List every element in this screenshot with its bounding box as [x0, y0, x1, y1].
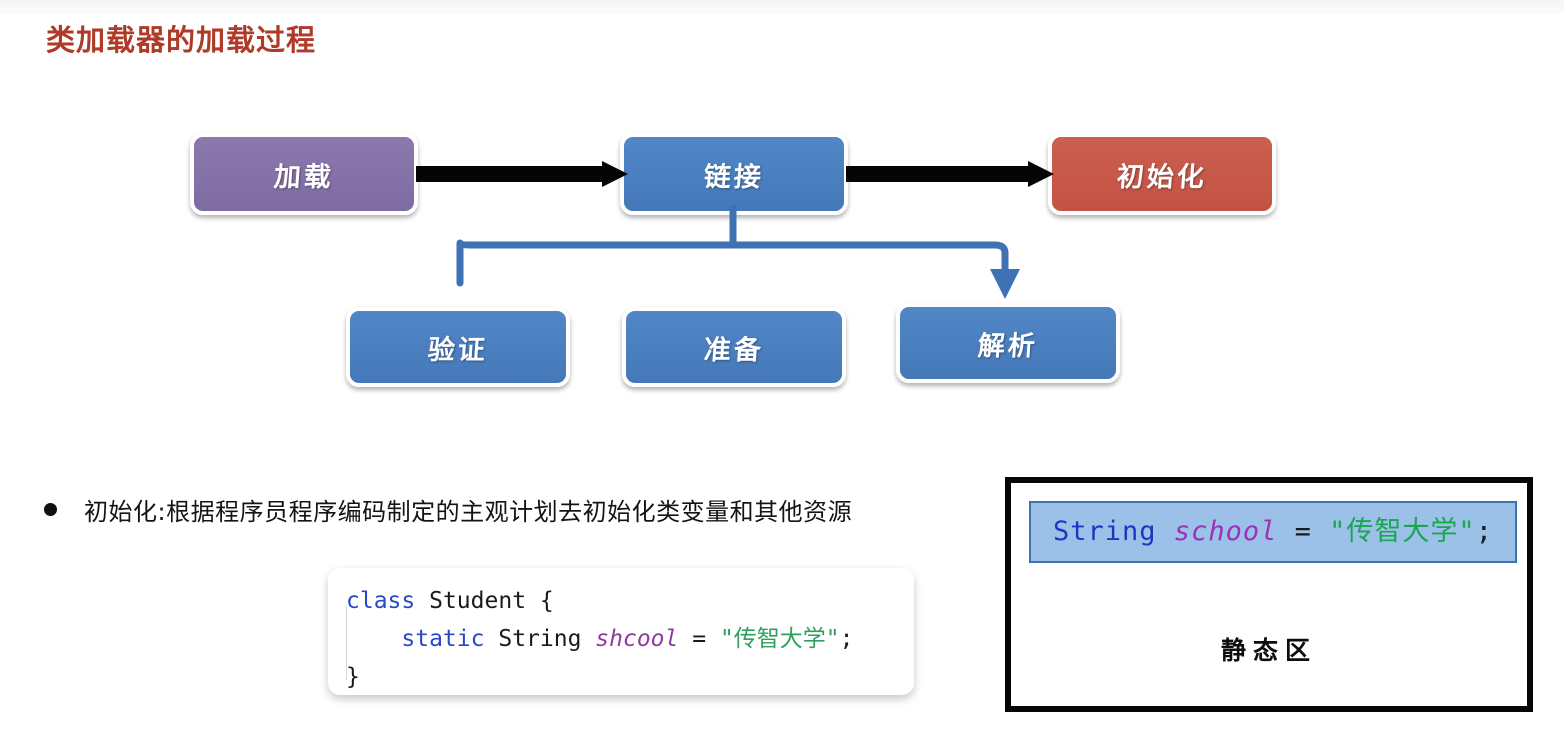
code-variable-shcool: shcool: [595, 626, 679, 652]
code-snippet-card: class Student { static String shcool = "…: [328, 568, 914, 695]
code-keyword-class: class: [346, 588, 416, 614]
code-space: [415, 588, 429, 614]
arrow-head: [602, 161, 628, 187]
flow-box-init-label: 初始化: [1115, 161, 1208, 193]
code-space: [1157, 516, 1174, 547]
flow-box-prepare-label: 准备: [702, 334, 765, 366]
static-var-semicolon: ;: [1475, 516, 1493, 547]
flow-box-verify-label: 验证: [426, 334, 489, 366]
code-space: [484, 626, 498, 652]
code-assign-operator: =: [678, 626, 720, 652]
flow-box-verify[interactable]: 验证: [346, 307, 570, 387]
top-edge-strip: [0, 0, 1564, 14]
static-var-type: String: [1053, 516, 1157, 547]
static-var-name: school: [1173, 516, 1278, 547]
arrow-load-to-link-icon: [416, 161, 628, 187]
flow-box-load[interactable]: 加载: [190, 133, 418, 215]
arrow-shaft: [846, 166, 1028, 182]
branch-arrow-head: [990, 269, 1020, 299]
code-line-1: class Student {: [328, 582, 914, 620]
code-line-2: static String shcool = "传智大学";: [328, 620, 914, 658]
code-type-string: String: [498, 626, 582, 652]
arrow-shaft: [416, 166, 602, 182]
branch-connector-icon: [456, 205, 1020, 299]
bullet-item-text: 初始化:根据程序员程序编码制定的主观计划去初始化类变量和其他资源: [84, 498, 853, 526]
indent-guide: [346, 606, 347, 680]
static-var-assign: =: [1277, 516, 1330, 547]
code-close-brace: }: [346, 664, 360, 690]
code-indent: [346, 626, 401, 652]
flow-box-prepare[interactable]: 准备: [622, 307, 846, 387]
flow-box-resolve-label: 解析: [976, 330, 1039, 362]
flow-box-load-label: 加载: [272, 161, 335, 193]
static-area-label: 静态区: [1220, 636, 1317, 665]
arrow-link-to-init-icon: [846, 161, 1054, 187]
arrow-head: [1028, 161, 1054, 187]
static-area-panel: String school = "传智大学"; 静态区: [1005, 477, 1533, 712]
flow-box-init[interactable]: 初始化: [1048, 133, 1276, 215]
flow-box-resolve[interactable]: 解析: [896, 303, 1120, 383]
code-type-student: Student: [429, 588, 527, 614]
page-title: 类加载器的加载过程: [46, 25, 317, 57]
bullet-dot-icon: [44, 503, 57, 516]
code-string-literal: "传智大学": [719, 626, 840, 652]
code-open-brace: {: [539, 588, 554, 614]
code-space: [581, 626, 595, 652]
code-space: [526, 588, 540, 614]
flow-box-link[interactable]: 链接: [620, 133, 848, 215]
static-variable-highlight: String school = "传智大学";: [1029, 501, 1517, 563]
code-keyword-static: static: [401, 626, 485, 652]
code-semicolon: ;: [839, 626, 854, 652]
code-line-3: }: [328, 658, 914, 695]
static-var-value: "传智大学": [1329, 516, 1476, 547]
bullet-list-item: 初始化:根据程序员程序编码制定的主观计划去初始化类变量和其他资源: [44, 492, 852, 527]
flow-box-link-label: 链接: [702, 161, 765, 193]
static-variable-declaration: String school = "传智大学";: [1053, 517, 1493, 547]
